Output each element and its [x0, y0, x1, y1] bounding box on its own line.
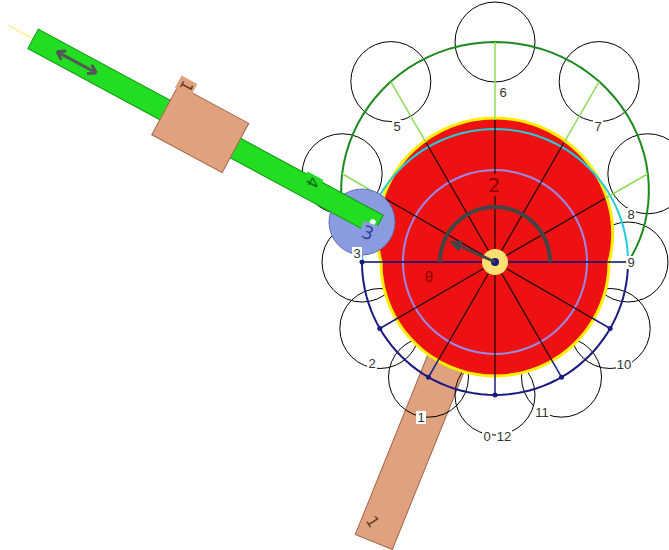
- position-number: 11: [534, 406, 550, 419]
- arrow-head: [449, 241, 463, 252]
- prime-arc: [362, 262, 628, 395]
- position-number: 3: [352, 247, 361, 260]
- part-number: 2: [486, 174, 503, 196]
- angle-arc: [440, 207, 550, 262]
- angle-arrow: [460, 246, 495, 262]
- position-number: 10: [616, 358, 632, 371]
- position-number: 0: [482, 430, 491, 443]
- position-number: 12: [496, 430, 512, 443]
- position-number: 5: [392, 120, 401, 133]
- cam: 2: [484, 172, 505, 198]
- position-number: 1: [416, 411, 425, 424]
- position-number: 7: [593, 120, 602, 133]
- follower-rod: [8, 26, 360, 216]
- position-number: 9: [626, 256, 635, 269]
- position-number: 2: [367, 357, 376, 370]
- angle-label: θ: [424, 269, 434, 284]
- position-number: 8: [626, 208, 635, 221]
- follower-rod: [20, 14, 392, 249]
- position-number: 6: [498, 86, 507, 99]
